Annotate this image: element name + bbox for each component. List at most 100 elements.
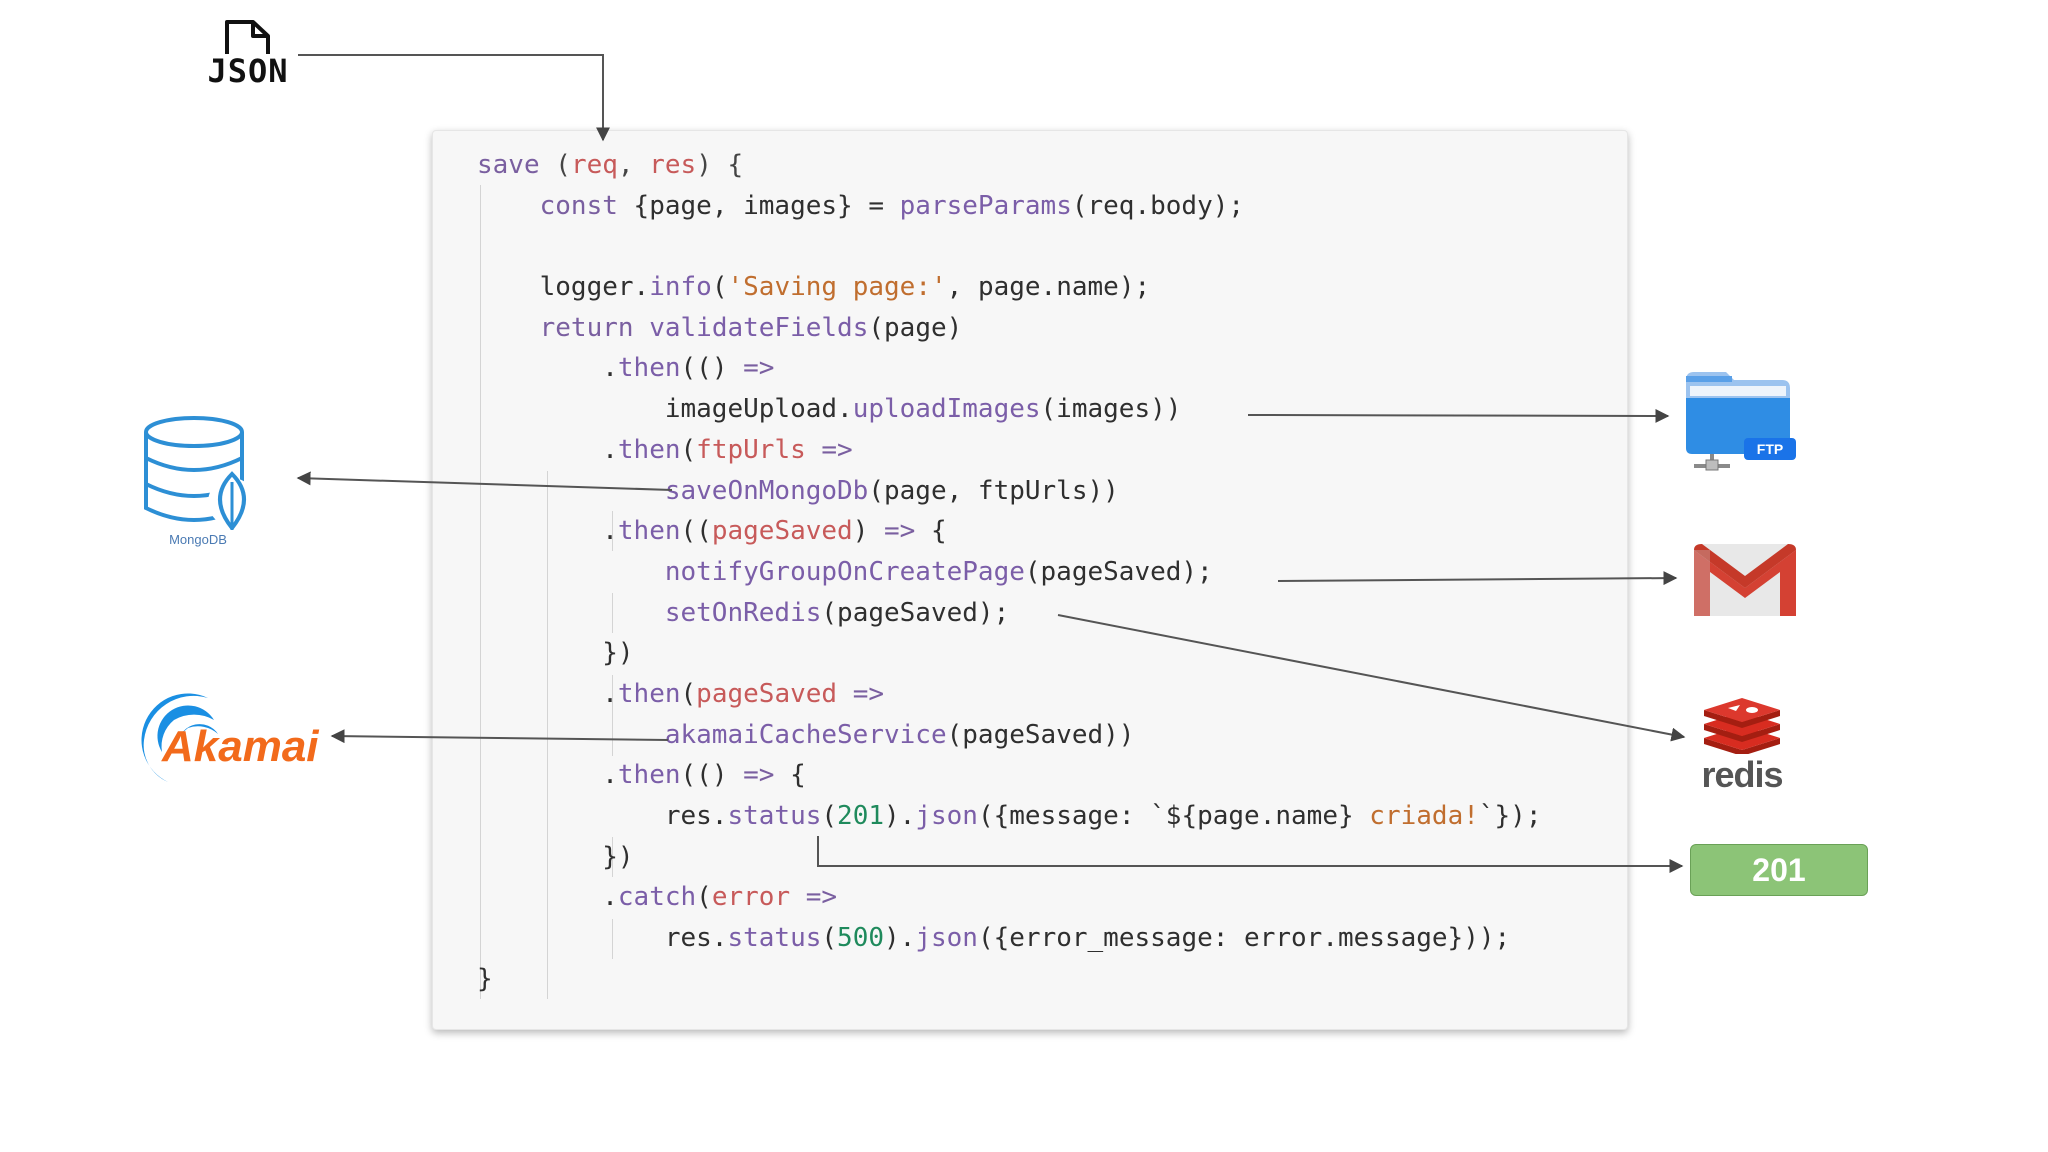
code-token: (pageSaved)) [946, 719, 1135, 750]
code-token: (( [680, 516, 712, 547]
code-token [477, 557, 665, 587]
code-token: then [617, 434, 681, 465]
code-token: => [743, 760, 775, 791]
code-token: pageSaved [711, 516, 853, 547]
code-token: ). [884, 923, 916, 954]
code-token: , [617, 150, 650, 180]
indent-guide [612, 919, 613, 959]
code-token: logger. [539, 272, 650, 303]
code-line: }) [477, 837, 1542, 878]
code-token: pageSaved [696, 678, 838, 709]
code-token: => [743, 353, 775, 384]
code-token: imageUpload. [664, 394, 853, 425]
redis-wordmark: redis [1701, 754, 1783, 795]
code-token: , page.name); [946, 272, 1151, 303]
json-file-icon: JSON [200, 18, 296, 92]
code-token: save [477, 150, 556, 180]
code-token: error [711, 882, 791, 913]
code-token: req [570, 150, 618, 180]
code-line: .then((pageSaved) => { [477, 511, 1542, 552]
code-token: (page) [868, 312, 963, 343]
code-token: then [617, 678, 681, 709]
code-token: => [805, 882, 838, 913]
code-token: { [774, 760, 806, 791]
code-token [477, 313, 540, 343]
code-token: (pageSaved); [821, 597, 1010, 628]
code-line: res.status(201).json({message: `${page.n… [477, 796, 1542, 837]
code-token: notifyGroupOnCreatePage [664, 556, 1025, 587]
file-outline-icon [225, 20, 270, 54]
code-token: ) [852, 516, 885, 547]
code-token: => [821, 434, 853, 465]
code-token: . [602, 353, 618, 384]
code-token: => [884, 516, 916, 547]
akamai-wordmark: Akamai [162, 722, 319, 771]
code-token [477, 760, 602, 790]
code-panel: save (req, res) { const {page, images} =… [432, 130, 1628, 1030]
code-token: validateFields [649, 312, 869, 343]
code-token [790, 882, 806, 912]
code-line [477, 226, 1542, 267]
code-token: } [477, 963, 493, 994]
indent-guide [612, 593, 613, 633]
code-token: . [602, 516, 618, 547]
code-token: res. [664, 801, 728, 831]
gmail-envelope-icon [1694, 544, 1796, 616]
indent-guide [612, 675, 613, 756]
code-token: 'Saving page:' [727, 272, 947, 303]
akamai-logo: Akamai [118, 690, 338, 800]
code-token [477, 923, 665, 953]
arrow-json-to-code [298, 54, 610, 142]
code-token: `}); [1478, 801, 1542, 831]
redis-cube-icon [1704, 698, 1780, 756]
code-token [477, 801, 665, 831]
code-line: const {page, images} = parseParams(req.b… [477, 186, 1542, 227]
ftp-badge: FTP [1744, 438, 1796, 460]
code-line: saveOnMongoDb(page, ftpUrls)) [477, 471, 1542, 512]
json-label: JSON [207, 52, 289, 90]
indent-guide [480, 185, 481, 999]
code-token: (() [680, 353, 744, 384]
code-token: catch [617, 882, 697, 913]
code-token [477, 638, 602, 668]
code-token: criada! [1369, 801, 1479, 831]
code-token: then [617, 760, 681, 791]
code-token: { [915, 516, 947, 547]
code-token [477, 272, 540, 302]
code-token [477, 516, 602, 546]
code-token [477, 882, 602, 912]
indent-guide [612, 511, 613, 551]
code-line: .then(() => [477, 348, 1542, 389]
code-token: const [539, 190, 634, 221]
code-line: return validateFields(page) [477, 308, 1542, 349]
code-token: then [617, 516, 681, 547]
code-token: ( [821, 801, 838, 831]
code-line: save (req, res) { [477, 145, 1542, 186]
code-token: }) [602, 841, 634, 872]
code-token: (() [680, 760, 744, 791]
code-line: } [477, 959, 1542, 1000]
code-line: .then(() => { [477, 755, 1542, 796]
gmail-icon [1690, 540, 1800, 620]
code-token: . [602, 760, 618, 791]
code-token [806, 435, 822, 465]
code-token: (pageSaved); [1024, 556, 1213, 587]
code-token [477, 394, 665, 424]
code-token: then [617, 353, 681, 384]
code-token: (images)) [1040, 394, 1182, 425]
code-line: setOnRedis(pageSaved); [477, 593, 1542, 634]
code-token: {page, images} = [633, 190, 900, 221]
mongodb-caption: MongoDB [169, 532, 227, 547]
code-token: ( [680, 678, 697, 709]
indent-guide [612, 837, 613, 877]
code-token: (page, ftpUrls)) [868, 475, 1119, 506]
code-line: .then(ftpUrls => [477, 430, 1542, 471]
code-token: 201 [837, 801, 885, 831]
code-token: ( [555, 150, 571, 180]
code-token: json [915, 801, 978, 831]
code-token: . [602, 434, 618, 465]
code-token: info [649, 272, 712, 303]
code-line: .catch(error => [477, 877, 1542, 918]
code-token: ( [680, 434, 697, 465]
code-token: res [649, 150, 697, 180]
